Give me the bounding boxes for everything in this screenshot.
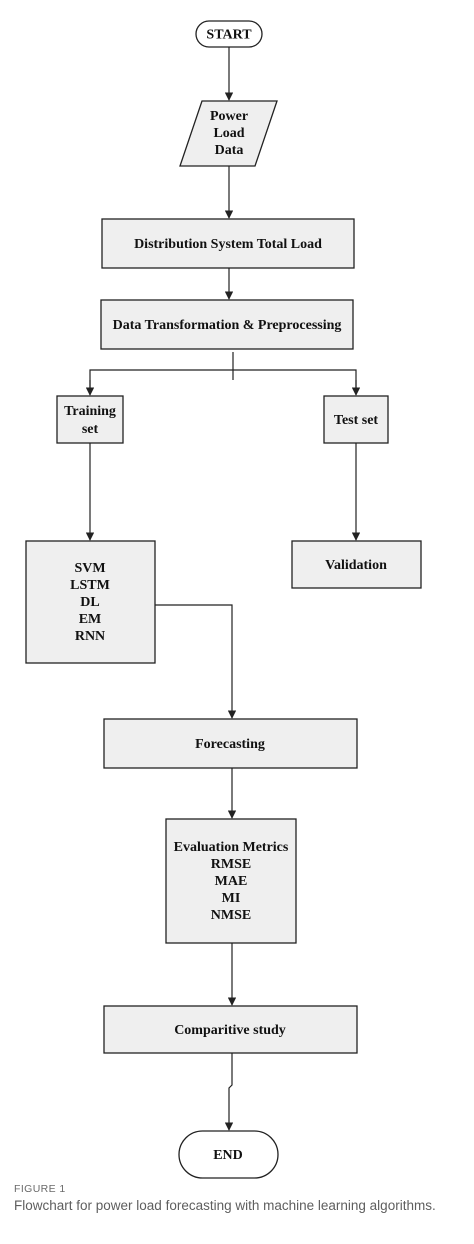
- model-svm: SVM: [74, 561, 105, 576]
- connectors: [85, 46, 361, 1131]
- test-set-label: Test set: [334, 413, 379, 428]
- forecasting-label: Forecasting: [195, 737, 265, 752]
- total-load-node: Distribution System Total Load: [101, 218, 355, 269]
- input-label-line3: Data: [215, 143, 244, 158]
- arrow-comparative-to-end: [224, 1053, 234, 1131]
- comparative-node: Comparitive study: [103, 1005, 358, 1054]
- figure-label: FIGURE 1: [14, 1183, 66, 1195]
- training-label-line1: Training: [64, 404, 116, 419]
- models-node: SVM LSTM DL EM RNN: [25, 540, 156, 664]
- model-lstm: LSTM: [70, 578, 110, 593]
- forecasting-node: Forecasting: [103, 718, 358, 769]
- model-em: EM: [79, 612, 102, 627]
- split-line: [89, 369, 357, 390]
- model-rnn: RNN: [75, 629, 105, 644]
- metric-mae: MAE: [215, 874, 248, 889]
- metric-nmse: NMSE: [211, 908, 251, 923]
- metric-rmse: RMSE: [211, 857, 251, 872]
- training-label-line2: set: [82, 422, 99, 437]
- test-set-node: Test set: [323, 395, 389, 444]
- figure-caption: Flowchart for power load forecasting wit…: [14, 1198, 436, 1213]
- total-load-label: Distribution System Total Load: [134, 237, 322, 252]
- comparative-label: Comparitive study: [174, 1023, 286, 1038]
- metrics-node: Evaluation Metrics RMSE MAE MI NMSE: [165, 818, 297, 944]
- preprocessing-node: Data Transformation & Preprocessing: [100, 299, 354, 350]
- input-data-node: Power Load Data: [179, 100, 278, 167]
- start-node: START: [195, 20, 263, 48]
- start-label: START: [206, 28, 252, 43]
- input-label-line1: Power: [210, 109, 248, 124]
- arrow-models-to-forecasting: [155, 604, 237, 719]
- metric-mi: MI: [222, 891, 241, 906]
- preprocessing-label: Data Transformation & Preprocessing: [113, 318, 342, 333]
- end-label: END: [213, 1148, 243, 1163]
- input-label-line2: Load: [213, 126, 244, 141]
- validation-node: Validation: [291, 540, 422, 589]
- metrics-title: Evaluation Metrics: [174, 840, 289, 855]
- training-set-node: Training set: [56, 395, 124, 444]
- validation-label: Validation: [325, 558, 387, 573]
- end-node: END: [178, 1130, 279, 1179]
- model-dl: DL: [80, 595, 99, 610]
